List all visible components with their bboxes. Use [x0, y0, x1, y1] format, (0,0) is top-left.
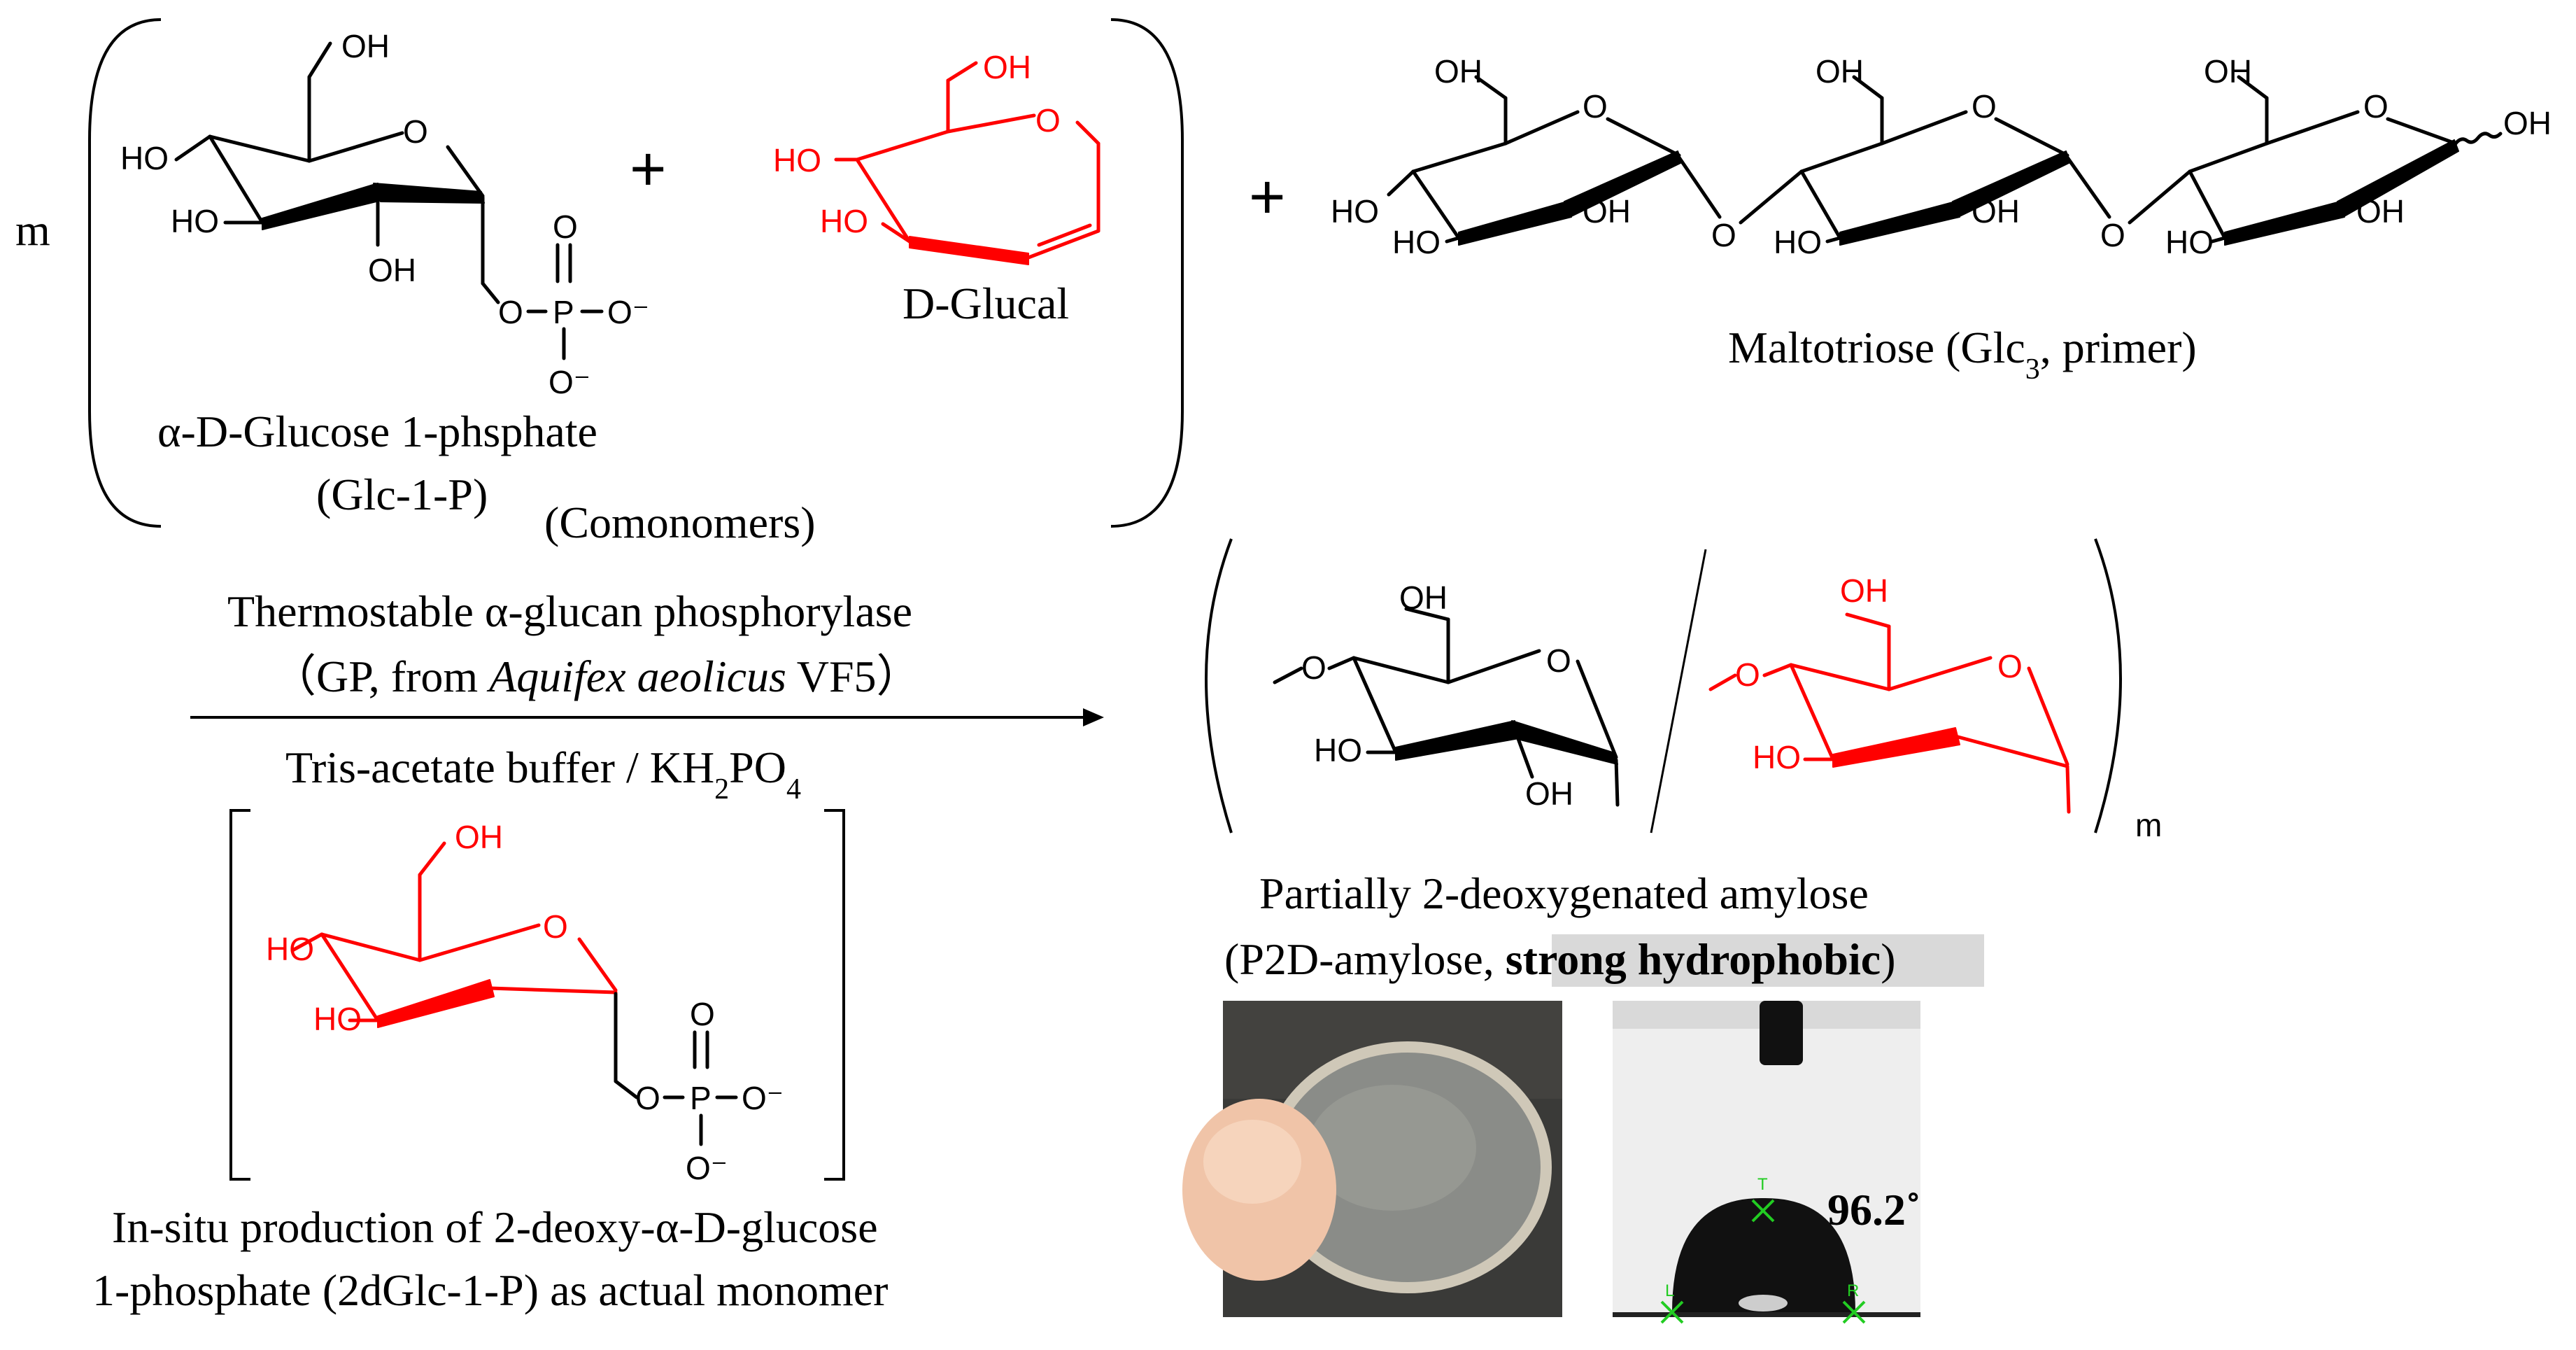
monomer-bracket-right — [824, 809, 845, 1181]
glc1p-atom-oh6: OH — [341, 28, 390, 64]
enzyme-line-2: （GP, from Aquifex aeolicus VF5） — [271, 652, 921, 701]
glc1p-atom-ho3: HO — [171, 203, 219, 239]
dglc1p-atom-o1: O — [635, 1080, 660, 1116]
substrate-line — [1613, 1312, 1920, 1317]
plus-primer: + — [1249, 162, 1286, 232]
malto-r1-oh2: OH — [1583, 193, 1631, 230]
dglc1p-atom-p: P — [690, 1080, 712, 1116]
film-photo — [1182, 1001, 1562, 1317]
maltotriose-ring-2: OH O HO OH — [1774, 53, 2111, 260]
marker-r: R — [1847, 1281, 1859, 1300]
unit-separator-slash — [1650, 549, 1707, 834]
malto-r1-ho3: HO — [1392, 224, 1441, 260]
dglc1p-atom-ho3: HO — [313, 1001, 362, 1037]
malto-r3-oh6: OH — [2204, 53, 2252, 90]
product-dglc-o4: O — [1735, 656, 1760, 693]
malto-glycosidic-o-2: O — [2100, 217, 2125, 253]
product-dglc-oh6: OH — [1840, 572, 1888, 609]
product-name-line-1: Partially 2-deoxygenated amylose — [1259, 869, 1869, 918]
product-bracket-right — [2094, 538, 2122, 834]
syringe-needle — [1760, 1001, 1803, 1065]
malto-r1-ho4: HO — [1331, 193, 1379, 230]
comonomers-label: (Comonomers) — [544, 498, 816, 547]
dglc1p-atom-po-minus-right: O⁻ — [742, 1080, 784, 1116]
maltotriose-ring-1: OH O HO HO OH — [1331, 53, 1722, 260]
product-bracket-left — [1205, 538, 1233, 834]
glc1p-ring-oxygen: O — [403, 113, 428, 150]
fit-markers — [1660, 1199, 1866, 1324]
product-dglc-ring-oxygen: O — [1997, 648, 2023, 684]
dglc1p-ring-oxygen: O — [543, 908, 568, 945]
glc1p-atom-po-minus-right: O⁻ — [607, 294, 649, 330]
water-droplet — [1672, 1197, 1855, 1312]
malto-anomeric-wavy-bond — [2454, 132, 2503, 146]
dglc1p-atom-ho4: HO — [266, 931, 314, 967]
glc1p-atom-o1: O — [498, 294, 523, 330]
glucal-structure: OH O HO HO — [773, 49, 1101, 265]
glc1p-abbreviation: (Glc-1-P) — [316, 470, 488, 519]
malto-r2-oh6: OH — [1816, 53, 1864, 90]
dglc1p-atom-oh6: OH — [455, 819, 503, 855]
product-glc-o4: O — [1301, 649, 1326, 686]
dglc1p-structure: OH O HO HO O P O O⁻ O⁻ — [266, 819, 784, 1186]
dglc1p-atom-po-double: O — [690, 996, 715, 1032]
reaction-arrow-head — [1083, 708, 1104, 726]
glc1p-name: α-D-Glucose 1-phsphate — [157, 407, 597, 456]
glc1p-atom-oh2: OH — [368, 252, 416, 288]
primer-name: Maltotriose (Glc3, primer) — [1728, 323, 2197, 386]
glc1p-atom-po-minus-bottom: O⁻ — [549, 364, 590, 400]
glc1p-atom-p: P — [553, 294, 574, 330]
malto-r3-ho3: HO — [2165, 224, 2214, 260]
glucal-atom-ho4: HO — [773, 142, 821, 178]
plus-comonomers: + — [630, 134, 667, 204]
marker-t: T — [1757, 1175, 1768, 1194]
monomer-bracket-left — [229, 809, 250, 1181]
malto-r1-ring-oxygen: O — [1583, 88, 1608, 125]
product-glc-ho3: HO — [1314, 732, 1362, 768]
glc1p-atom-ho4: HO — [120, 140, 169, 176]
glucal-name: D-Glucal — [903, 279, 1069, 328]
malto-r3-oh2: OH — [2356, 193, 2405, 230]
malto-r3-ring-oxygen: O — [2363, 88, 2389, 125]
maltotriose-structure: OH O HO HO OH O OH O HO OH O — [1331, 53, 2552, 260]
product-deoxyglucose-unit: OH O O HO — [1708, 572, 2071, 814]
coefficient-m: m — [15, 205, 50, 255]
strong-hydrophobic-highlight — [1552, 934, 1984, 987]
glucal-ring-oxygen: O — [1035, 102, 1061, 139]
malto-r2-oh2: OH — [1972, 193, 2020, 230]
glucal-atom-oh6: OH — [983, 49, 1031, 85]
glc1p-structure: OH O HO HO OH O P O O⁻ O⁻ — [120, 28, 649, 400]
comonomer-bracket-right — [1110, 18, 1184, 528]
buffer-conditions: Tris-acetate buffer / KH2PO4 — [285, 743, 801, 806]
repeat-unit-m: m — [2135, 807, 2162, 843]
contact-angle-photo: T L R — [1613, 1001, 1920, 1324]
malto-glycosidic-o-1: O — [1711, 217, 1736, 253]
product-glc-oh6: OH — [1399, 579, 1448, 616]
malto-r2-ring-oxygen: O — [1972, 88, 1997, 125]
product-name-line-2: (P2D-amylose, strong hydrophobic) — [1224, 934, 1896, 984]
monomer-description-line-2: 1-phosphate (2dGlc-1-P) as actual monome… — [92, 1265, 888, 1315]
maltotriose-ring-3: OH O HO OH OH — [2165, 53, 2552, 260]
comonomer-bracket-left — [88, 18, 162, 528]
dglc1p-atom-po-minus-bottom: O⁻ — [686, 1150, 728, 1186]
malto-r3-oh1: OH — [2503, 105, 2552, 141]
product-glucose-unit: OH O O HO OH — [1273, 579, 1620, 812]
malto-r2-ho3: HO — [1774, 224, 1822, 260]
marker-l: L — [1665, 1281, 1674, 1300]
product-glc-ring-oxygen: O — [1546, 642, 1571, 679]
enzyme-line-1: Thermostable α-glucan phosphorylase — [227, 586, 912, 636]
product-glc-oh2: OH — [1525, 775, 1573, 812]
glucal-atom-ho3: HO — [820, 203, 868, 239]
glc1p-atom-po-double: O — [553, 209, 578, 245]
malto-r1-oh6: OH — [1434, 53, 1482, 90]
contact-angle-value: 96.2˚ — [1827, 1185, 1920, 1235]
product-dglc-ho3: HO — [1753, 739, 1801, 775]
monomer-description-line-1: In-situ production of 2-deoxy-α-D-glucos… — [112, 1202, 878, 1252]
